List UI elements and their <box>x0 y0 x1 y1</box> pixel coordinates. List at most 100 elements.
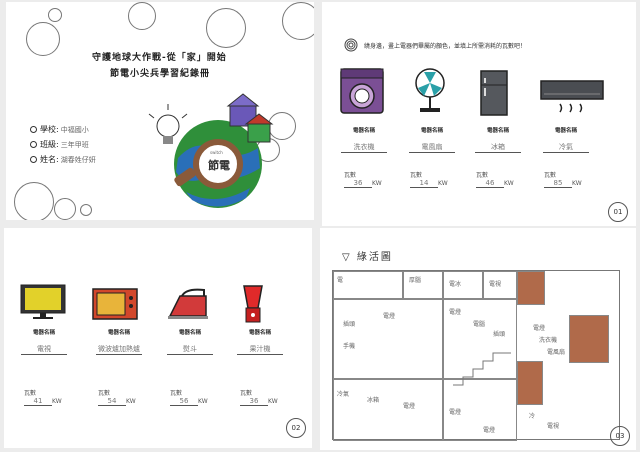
lightbulb-icon <box>148 104 188 144</box>
decor-circle <box>14 182 54 220</box>
appliance-card: 電器名稱 微波爐加熱爐 <box>84 328 154 355</box>
room-label: 電冰 <box>449 281 462 288</box>
room-label: 電燈 <box>383 313 396 320</box>
room <box>333 271 403 299</box>
room-label: 電風扇 <box>547 349 566 356</box>
page-number: 03 <box>610 426 630 446</box>
power-label: 瓦數 <box>410 172 423 179</box>
spiral-icon <box>344 38 358 52</box>
room-label: 電腦 <box>473 321 486 328</box>
cover-title-line2: 節電小尖兵學習紀錄冊 <box>110 69 211 79</box>
appliance-card: 電器名稱 冰箱 <box>468 126 528 153</box>
cover-title-line1: 守護地球大作戰-從「家」開始 <box>92 53 227 63</box>
appliance-label: 電器名稱 <box>107 330 130 336</box>
room <box>443 379 517 441</box>
appliance-label: 電器名稱 <box>178 330 201 336</box>
television-icon <box>20 284 66 319</box>
question-text: 繞身邊，畫上電器們畢屬的顏色，並填上所需消耗的瓦數吧！ <box>364 43 527 50</box>
power-unit: KW <box>438 180 448 187</box>
appliance-name: 微波爐加熱爐 <box>96 345 142 355</box>
school-label: 學校: <box>40 125 59 134</box>
decor-circle <box>54 198 76 220</box>
room-label: 電燈 <box>449 309 462 316</box>
power-unit: KW <box>52 398 62 405</box>
room <box>403 271 443 299</box>
washing-machine-icon <box>340 68 384 114</box>
room-label: 冰箱 <box>367 397 380 404</box>
power-value: 36 <box>344 179 372 188</box>
power-value: 54 <box>98 397 126 406</box>
power-label: 瓦數 <box>476 172 489 179</box>
power-value: 41 <box>24 397 52 406</box>
floor-plan-title: ▽ 綠活圖 <box>342 248 393 263</box>
iron-icon <box>168 288 208 319</box>
power-unit: KW <box>504 180 514 187</box>
appliance-name: 熨斗 <box>167 344 213 355</box>
page-03: ▽ 綠活圖 電 厚腦 電冰 電視 插頭 電燈 手機 電燈 電腦 插頭 電燈 洗衣… <box>320 228 636 450</box>
appliance-card: 電器名稱 熨斗 <box>160 328 220 355</box>
power-label: 瓦數 <box>240 390 253 397</box>
appliance-name: 果汁機 <box>237 344 283 355</box>
room-label: 洗衣機 <box>539 337 558 344</box>
appliance-card: 電器名稱 電風扇 <box>402 126 462 153</box>
appliance-label: 電器名稱 <box>420 128 443 134</box>
class-label: 班級: <box>40 140 59 149</box>
electric-fan-icon <box>415 68 445 112</box>
blender-icon <box>243 285 263 323</box>
appliance-card: 電器名稱 洗衣機 <box>334 126 394 153</box>
bulb-icon <box>30 156 37 163</box>
class-value: 三年甲班 <box>60 141 89 149</box>
room <box>333 379 443 441</box>
appliance-name: 冷氣 <box>543 142 589 153</box>
room-label: 冷 <box>529 413 536 420</box>
decor-circle <box>26 22 60 56</box>
appliance-label: 電器名稱 <box>352 128 375 134</box>
name-label: 姓名: <box>40 155 59 164</box>
room-label: 電燈 <box>449 409 462 416</box>
room-label: 電視 <box>547 423 560 430</box>
room-label: 插頭 <box>343 321 356 328</box>
globe-illustration <box>148 93 274 208</box>
appliance-name: 電視 <box>21 344 67 355</box>
cover-page: 守護地球大作戰-從「家」開始 節電小尖兵學習紀錄冊 學校:中福國小 班級:三年甲… <box>6 2 314 220</box>
decor-circle <box>282 2 314 40</box>
decor-circle <box>48 8 62 22</box>
refrigerator-icon <box>480 70 508 116</box>
room-label: 插頭 <box>493 331 506 338</box>
room-label: 電燈 <box>403 403 416 410</box>
power-unit: KW <box>198 398 208 405</box>
power-value: 46 <box>476 179 504 188</box>
power-label: 瓦數 <box>544 172 557 179</box>
staircase-icon <box>453 352 511 386</box>
decor-circle <box>206 8 246 48</box>
appliance-name: 冰箱 <box>475 142 521 153</box>
power-unit: KW <box>572 180 582 187</box>
room-label: 電 <box>337 277 344 284</box>
room-label: 電視 <box>489 281 502 288</box>
room-label: 冷氣 <box>337 391 350 398</box>
page-02: 電器名稱 電視 電器名稱 微波爐加熱爐 電器名稱 熨斗 電器名稱 果汁機 瓦數 4… <box>4 228 312 448</box>
power-unit: KW <box>268 398 278 405</box>
power-label: 瓦數 <box>170 390 183 397</box>
appliance-card: 電器名稱 電視 <box>14 328 74 355</box>
room-label: 電燈 <box>483 427 496 434</box>
microwave-icon <box>92 288 138 320</box>
power-unit: KW <box>126 398 136 405</box>
triangle-icon: ▽ <box>342 252 352 263</box>
room-label: 手機 <box>343 343 356 350</box>
room-wood-floor <box>517 361 543 405</box>
globe-label: 節電 <box>208 159 230 172</box>
room <box>333 299 443 379</box>
decor-circle <box>128 2 156 30</box>
power-value: 85 <box>544 179 572 188</box>
power-value: 36 <box>240 397 268 406</box>
room <box>443 271 483 299</box>
class-row: 班級:三年甲班 <box>30 139 89 150</box>
